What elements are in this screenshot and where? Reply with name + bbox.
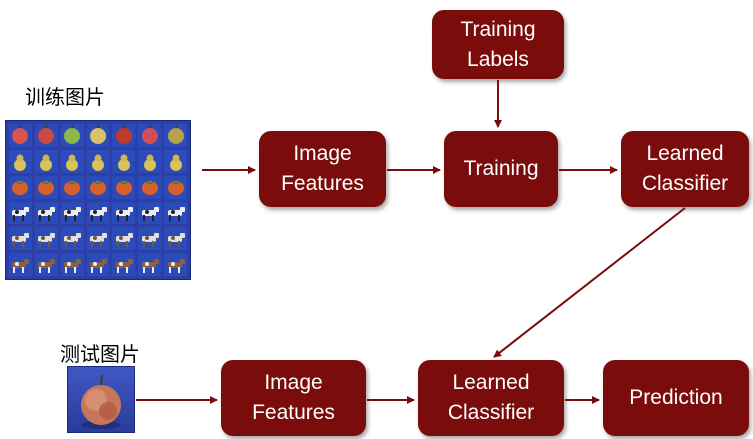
apple-photo-icon (81, 374, 121, 429)
training-image-cow (34, 201, 58, 225)
training-image-cow (60, 201, 84, 225)
training-image-tomato (112, 175, 136, 199)
dog-icon (141, 232, 159, 247)
training-image-horse (112, 253, 136, 276)
training-image-tomato (34, 175, 58, 199)
tomato-icon (115, 181, 132, 196)
cow-icon (167, 206, 185, 221)
training-image-horse (164, 253, 187, 276)
training-image-apple (60, 124, 84, 147)
training-image-dog (60, 227, 84, 251)
training-image-pear (60, 149, 84, 173)
training-images-label: 训练图片 (25, 85, 105, 109)
cow-icon (64, 206, 82, 221)
training-image-tomato (86, 175, 110, 199)
training-image-tomato (164, 175, 187, 199)
training-image-dog (9, 227, 32, 251)
training-images-grid (5, 120, 191, 280)
dog-icon (64, 232, 82, 247)
training-image-cow (9, 201, 32, 225)
training-image-pear (9, 149, 32, 173)
image-features-box-bottom: Image Features (221, 360, 366, 436)
apple-icon (12, 125, 29, 145)
training-box: Training (444, 131, 558, 207)
tomato-icon (64, 181, 81, 196)
training-image-pear (34, 149, 58, 173)
apple-icon (89, 125, 106, 145)
pear-icon (91, 154, 104, 172)
training-image-cow (138, 201, 162, 225)
training-image-apple (9, 124, 32, 147)
tomato-icon (89, 181, 106, 196)
pear-icon (143, 154, 156, 172)
training-image-pear (164, 149, 187, 173)
training-image-horse (138, 253, 162, 276)
pear-icon (66, 154, 79, 172)
cow-icon (115, 206, 133, 221)
horse-icon (12, 258, 30, 273)
horse-icon (141, 258, 159, 273)
training-image-tomato (9, 175, 32, 199)
test-images-label: 测试图片 (60, 342, 140, 366)
image-features-box-top: Image Features (259, 131, 386, 207)
training-image-apple (34, 124, 58, 147)
horse-icon (89, 258, 107, 273)
training-image-horse (9, 253, 32, 276)
training-image-apple (86, 124, 110, 147)
pear-icon (14, 154, 27, 172)
apple-icon (167, 125, 184, 145)
prediction-box: Prediction (603, 360, 749, 436)
training-image-apple (164, 124, 187, 147)
learned-classifier-box-bottom: Learned Classifier (418, 360, 564, 436)
dog-icon (167, 232, 185, 247)
training-image-cow (112, 201, 136, 225)
horse-icon (115, 258, 133, 273)
cow-icon (89, 206, 107, 221)
training-image-tomato (138, 175, 162, 199)
training-image-horse (60, 253, 84, 276)
training-image-cow (86, 201, 110, 225)
horse-icon (167, 258, 185, 273)
training-image-dog (34, 227, 58, 251)
training-image-horse (86, 253, 110, 276)
pear-icon (40, 154, 53, 172)
tomato-icon (12, 181, 29, 196)
apple-icon (38, 125, 55, 145)
training-image-pear (86, 149, 110, 173)
training-image-tomato (60, 175, 84, 199)
horse-icon (64, 258, 82, 273)
training-image-pear (112, 149, 136, 173)
dog-icon (12, 232, 30, 247)
training-image-apple (138, 124, 162, 147)
cow-icon (12, 206, 30, 221)
dog-icon (38, 232, 56, 247)
arrow-classifier-to-test-classifier (493, 207, 686, 358)
cow-icon (141, 206, 159, 221)
training-image-dog (112, 227, 136, 251)
dog-icon (89, 232, 107, 247)
training-image-cow (164, 201, 187, 225)
pear-icon (117, 154, 130, 172)
tomato-icon (141, 181, 158, 196)
test-image (67, 366, 135, 433)
tomato-icon (167, 181, 184, 196)
tomato-icon (38, 181, 55, 196)
training-labels-box: Training Labels (432, 10, 564, 79)
learned-classifier-box-top: Learned Classifier (621, 131, 749, 207)
training-image-pear (138, 149, 162, 173)
apple-icon (64, 125, 81, 145)
training-image-horse (34, 253, 58, 276)
training-image-dog (86, 227, 110, 251)
training-image-dog (138, 227, 162, 251)
training-image-apple (112, 124, 136, 147)
cow-icon (38, 206, 56, 221)
training-image-dog (164, 227, 187, 251)
apple-icon (115, 125, 132, 145)
apple-icon (141, 125, 158, 145)
horse-icon (38, 258, 56, 273)
dog-icon (115, 232, 133, 247)
pear-icon (169, 154, 182, 172)
